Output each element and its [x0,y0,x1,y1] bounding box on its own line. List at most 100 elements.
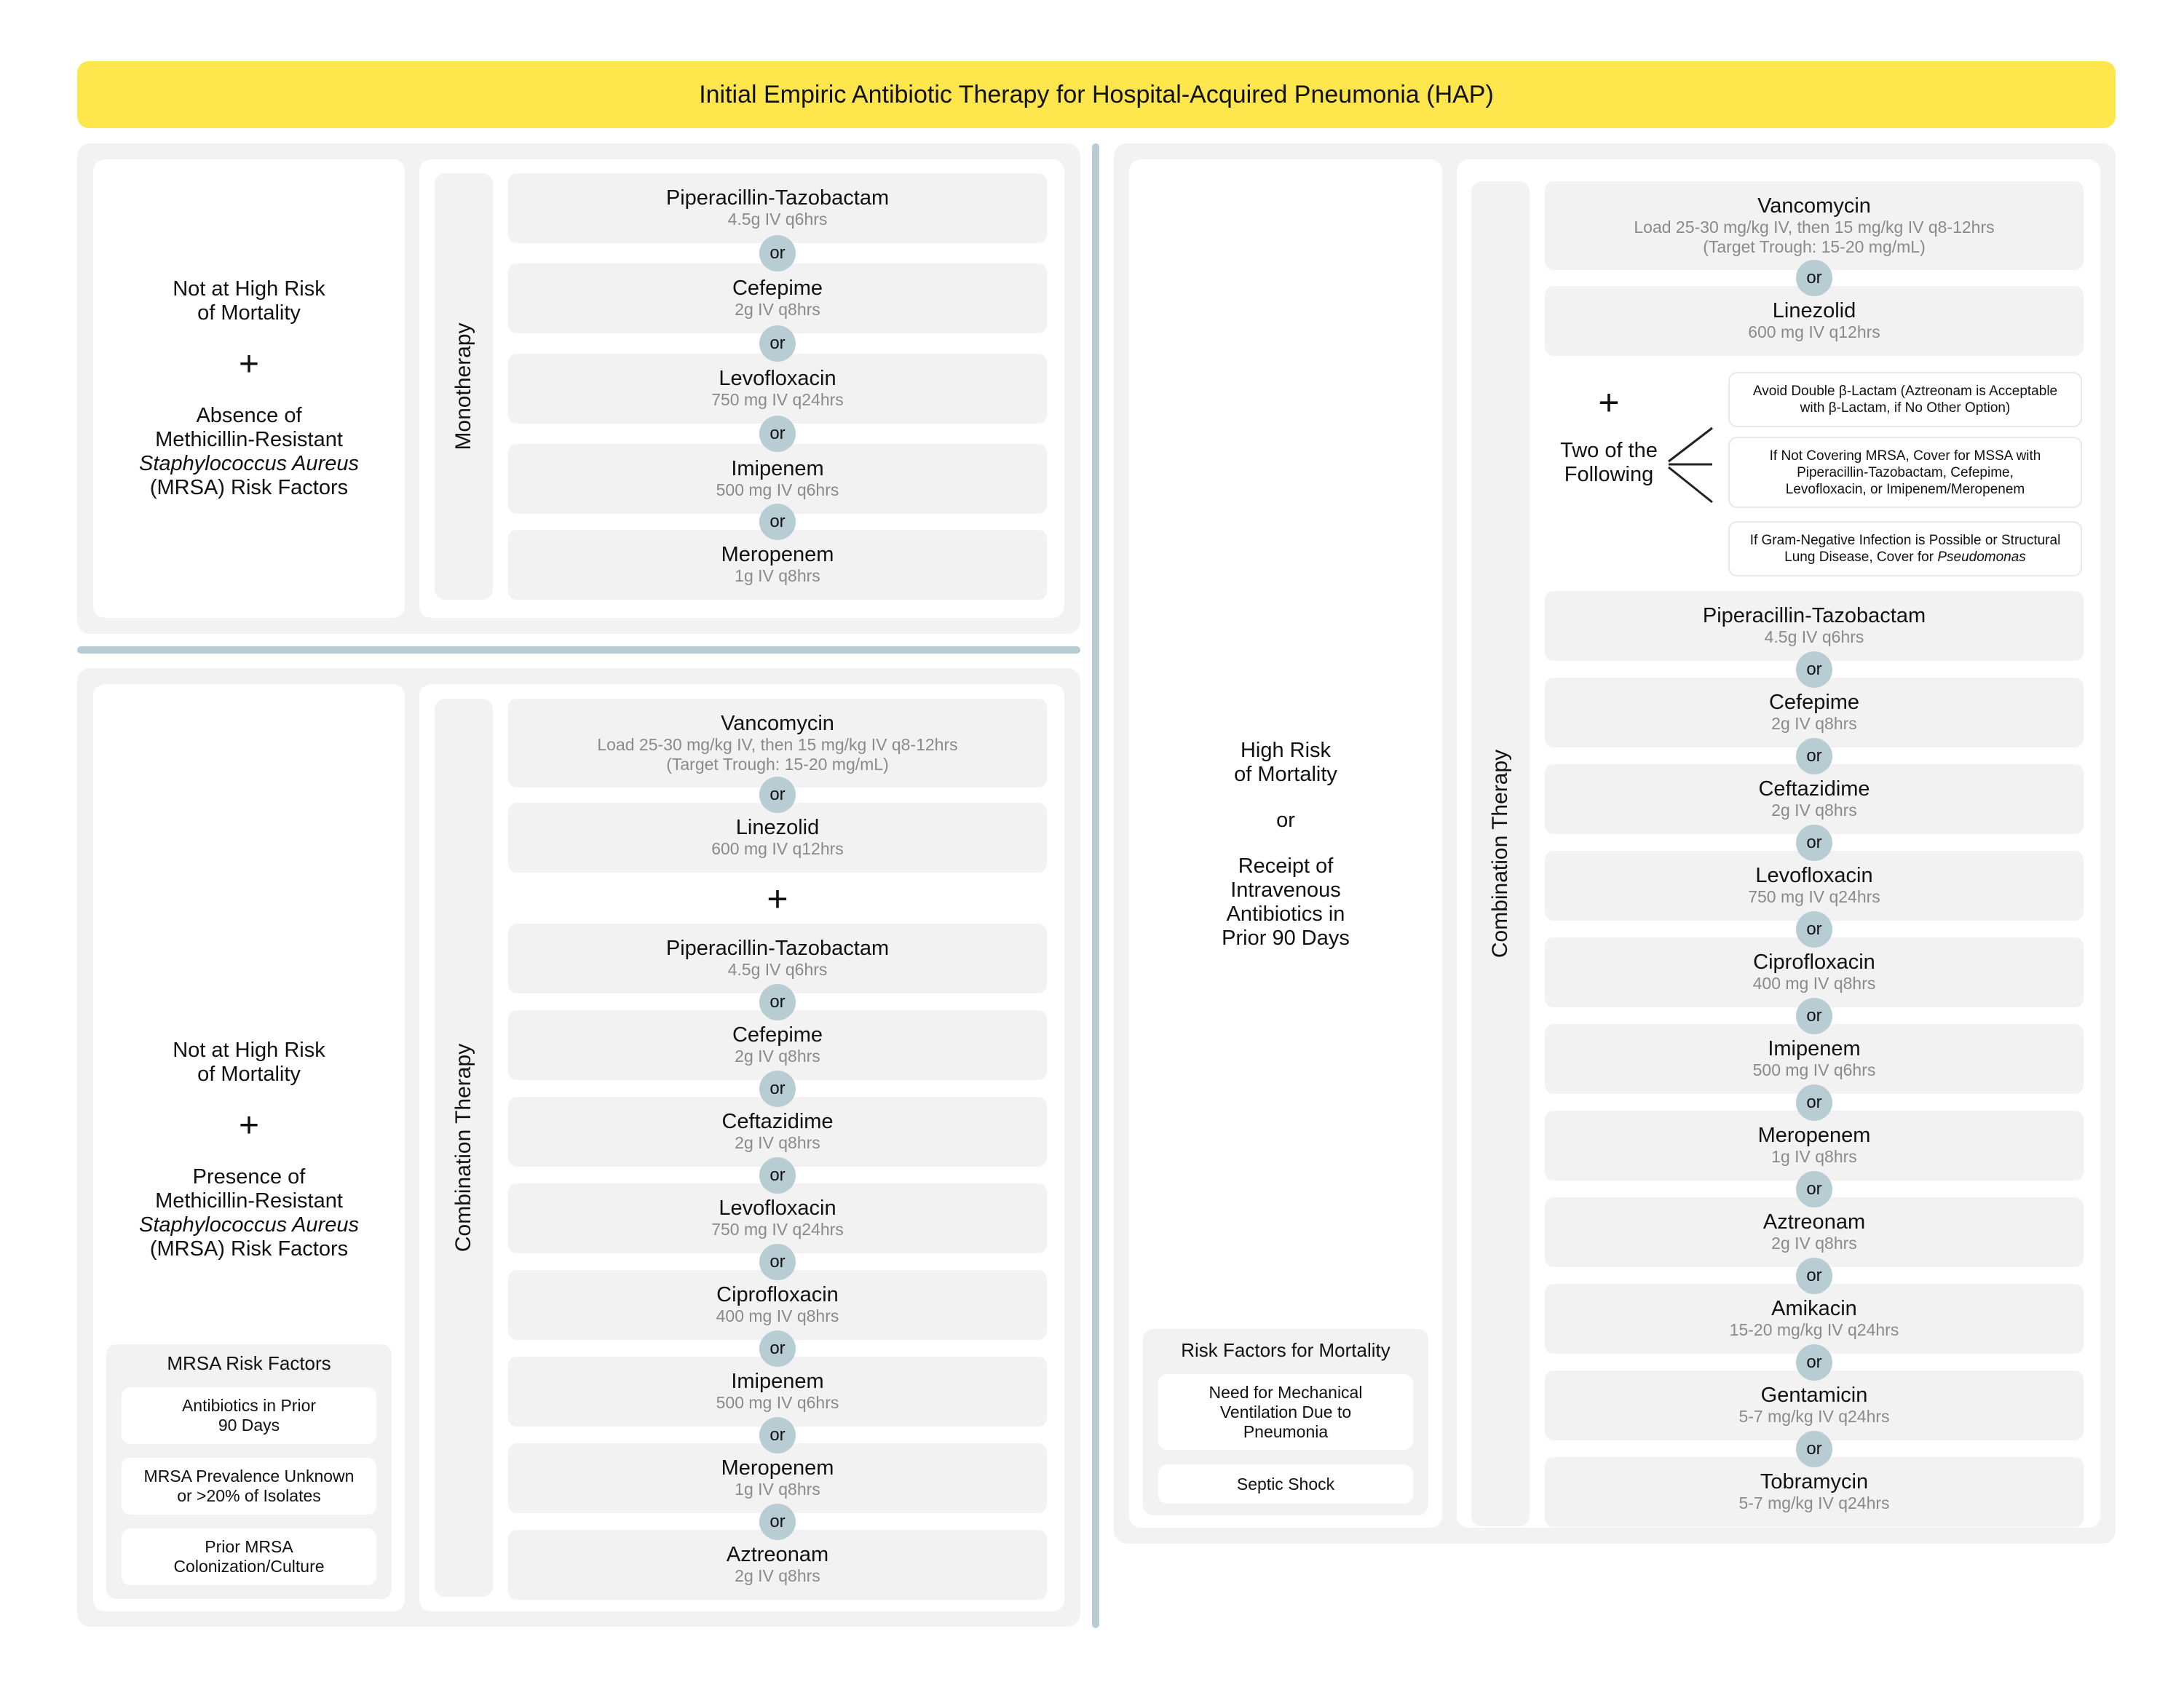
or-connector: or [759,1243,796,1280]
drug-name: Vancomycin [1757,194,1871,218]
drug-name: Aztreonam [1762,1210,1866,1234]
or-connector: or [1796,911,1832,948]
drug-name: Meropenem [721,1456,834,1480]
drug-name: Ciprofloxacin [1753,951,1875,974]
or-connector: or [759,416,796,452]
drug-name: Cefepime [732,1023,823,1047]
risk-factor-item: Septic Shock [1158,1464,1413,1504]
drug-dose: 1g IV q8hrs [735,1480,820,1499]
cond-line: (MRSA) Risk Factors [149,476,349,499]
drug-dose: 2g IV q8hrs [735,1047,820,1066]
drug-name: Aztreonam [726,1543,829,1566]
section-divider [77,646,1080,654]
plus-sign: + [238,345,260,384]
or-connector: or [759,235,796,271]
page-title: Initial Empiric Antibiotic Therapy for H… [77,61,2116,128]
or-connector: or [1796,737,1832,774]
drug-dose: 4.5g IV q6hrs [727,210,828,229]
condition-text: Not at High Risk of Mortality + Absence … [93,159,405,618]
therapy-label-combination: Combination Therapy [435,699,493,1597]
drug-name: Cefepime [1768,691,1860,714]
drug-dose: (Target Trough: 15-20 mg/mL) [666,754,889,774]
drug-name: Meropenem [1757,1124,1871,1147]
or-connector: or [759,325,796,362]
drug-dose: (Target Trough: 15-20 mg/mL) [1703,237,1926,256]
or-connector: or [1796,997,1832,1034]
drug-dose: 400 mg IV q8hrs [1752,974,1876,993]
drug-dose: 1g IV q8hrs [1771,1147,1857,1166]
drug-dose: 5-7 mg/kg IV q24hrs [1738,1493,1890,1512]
or-connector: or [759,504,796,540]
mrsa-risk-factors-title: MRSA Risk Factors [167,1352,331,1374]
cond-line: Methicillin-Resistant [155,1189,343,1213]
drug-dose: 5-7 mg/kg IV q24hrs [1738,1407,1890,1426]
drug-name: Linezolid [1772,299,1856,322]
or-connector: or [759,983,796,1020]
guidance-note: Avoid Double β-Lactam (Aztreonam is Acce… [1728,372,2082,427]
or-connector: or [759,1070,796,1107]
drug-name: Vancomycin [721,711,834,735]
or-connector: or [1796,1170,1832,1207]
cond-line: of Mortality [197,301,301,325]
drug-dose: Load 25-30 mg/kg IV, then 15 mg/kg IV q8… [1634,217,1995,237]
drug-dose: 1g IV q8hrs [735,566,820,585]
drug-dose: 2g IV q8hrs [735,1566,820,1585]
cond-line: Receipt of [1238,854,1334,878]
drug-dose: 2g IV q8hrs [1771,1234,1857,1253]
drug-dose: 400 mg IV q8hrs [716,1306,839,1325]
drug-dose: 750 mg IV q24hrs [711,390,844,409]
drug-dose: 600 mg IV q12hrs [711,839,844,858]
drug-dose: 750 mg IV q24hrs [1748,887,1880,906]
guidance-note: If Gram-Negative Infection is Possible o… [1728,521,2082,576]
or-connector: or [1796,1257,1832,1294]
condition-text: High Risk of Mortality or Receipt of Int… [1129,713,1442,975]
or-connector: or [759,1503,796,1540]
drug-dose: 500 mg IV q6hrs [716,480,839,499]
therapy-label-monotherapy: Monotherapy [435,173,493,600]
cond-line: of Mortality [197,1063,301,1086]
drug-dose: 2g IV q8hrs [735,1133,820,1152]
plus-sign: + [767,878,788,919]
or-connector: or [1796,260,1832,296]
or-connector: or [759,777,796,813]
cond-line: Methicillin-Resistant [155,428,343,451]
cond-line: Not at High Risk [173,1039,325,1062]
cond-line: High Risk [1240,738,1332,762]
two-of-following-label: Two of the Following [1560,439,1658,486]
cond-line: Staphylococcus Aureus [139,452,359,475]
drug-dose: 2g IV q8hrs [735,300,820,319]
plus-sign: + [1598,382,1620,423]
drug-name: Levofloxacin [1755,864,1873,887]
drug-name: Piperacillin-Tazobactam [665,937,890,960]
drug-name: Imipenem [731,457,824,480]
drug-dose: 500 mg IV q6hrs [1752,1060,1876,1079]
drug-name: Meropenem [721,543,834,566]
cond-line: Antibiotics in [1226,902,1345,926]
drug-name: Cefepime [732,277,823,300]
cond-line: Prior 90 Days [1222,926,1350,950]
drug-name: Ceftazidime [721,1110,834,1133]
drug-name: Linezolid [735,816,820,839]
cond-line: Presence of [192,1165,306,1189]
